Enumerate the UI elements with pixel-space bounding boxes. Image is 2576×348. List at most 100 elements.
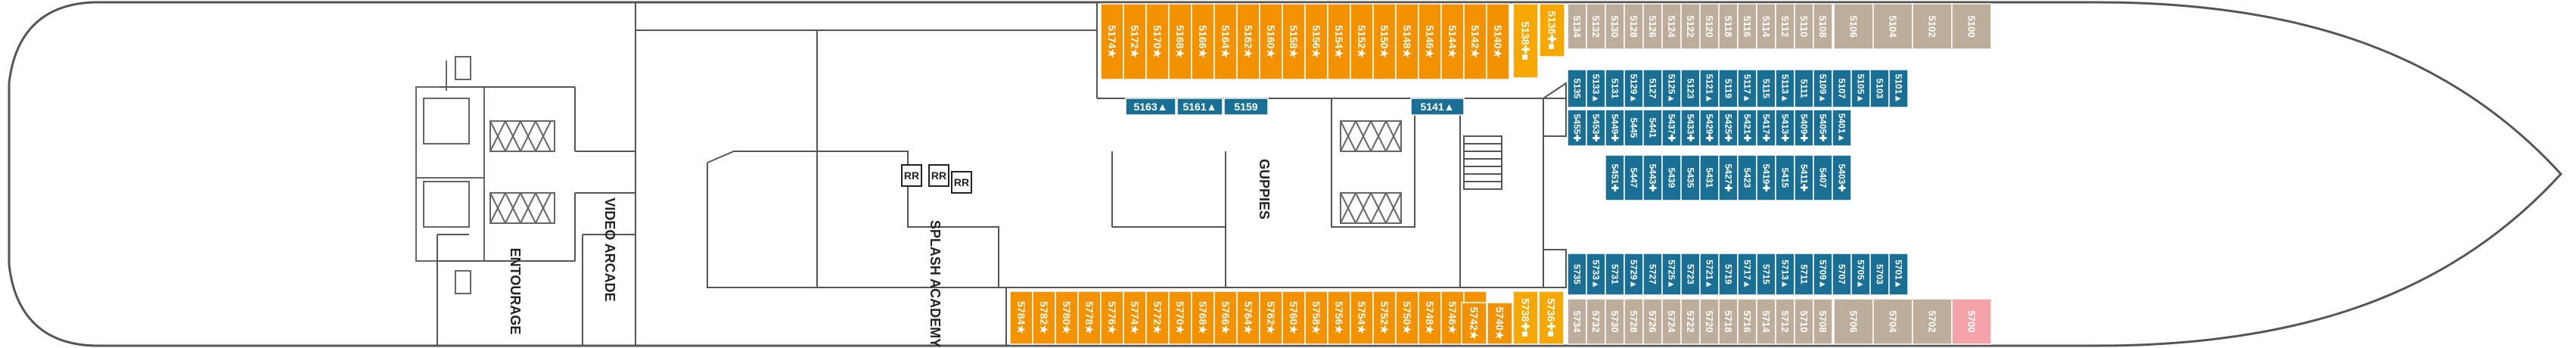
cabin-cell[interactable]: 5156★: [1304, 3, 1328, 80]
cabin-cell[interactable]: 5115: [1756, 69, 1776, 108]
cabin-cell[interactable]: 5135: [1567, 69, 1587, 108]
cabin-cell[interactable]: 5174★: [1100, 3, 1124, 80]
cabin-cell[interactable]: 5427✚: [1718, 154, 1739, 201]
cabin-cell[interactable]: 5729▲: [1624, 253, 1644, 296]
cabin-cell[interactable]: 5105▲: [1850, 69, 1871, 108]
cabin-cell[interactable]: 5142★: [1463, 3, 1487, 80]
cabin-cell[interactable]: 5146★: [1418, 3, 1442, 80]
cabin-cell[interactable]: 5166★: [1191, 3, 1215, 80]
cabin-cell[interactable]: 5738✚■: [1512, 291, 1539, 345]
cabin-cell[interactable]: 5435: [1680, 154, 1701, 201]
cabin-cell[interactable]: 5134: [1567, 3, 1587, 50]
cabin-cell[interactable]: 5122: [1680, 3, 1701, 50]
cabin-cell[interactable]: 5770★: [1168, 291, 1192, 345]
cabin-cell[interactable]: 5433✚: [1680, 109, 1701, 147]
cabin-cell[interactable]: 5152★: [1350, 3, 1374, 80]
cabin-cell[interactable]: 5423: [1737, 154, 1757, 201]
cabin-cell[interactable]: 5721▲: [1699, 253, 1720, 296]
cabin-cell[interactable]: 5126: [1642, 3, 1663, 50]
cabin-cell[interactable]: 5425✚: [1718, 109, 1739, 147]
cabin-cell[interactable]: 5752★: [1372, 291, 1397, 345]
cabin-cell[interactable]: 5162★: [1236, 3, 1260, 80]
cabin-cell[interactable]: 5118: [1718, 3, 1739, 50]
cabin-cell[interactable]: 5102: [1912, 3, 1953, 50]
cabin-cell[interactable]: 5717▲: [1737, 253, 1757, 296]
cabin-cell[interactable]: 5443✚: [1642, 154, 1663, 201]
cabin-cell[interactable]: 5138✚■: [1512, 3, 1539, 79]
cabin-cell[interactable]: 5421✚: [1737, 109, 1757, 147]
cabin-cell[interactable]: 5401▲: [1832, 109, 1852, 147]
cabin-cell[interactable]: 5742★: [1461, 302, 1487, 345]
cabin-cell[interactable]: 5170★: [1145, 3, 1170, 80]
cabin-cell[interactable]: 5415: [1775, 154, 1795, 201]
cabin-cell[interactable]: 5780★: [1055, 291, 1079, 345]
cabin-cell[interactable]: 5768★: [1191, 291, 1215, 345]
cabin-cell[interactable]: 5113▲: [1775, 69, 1795, 108]
cabin-cell[interactable]: 5733▲: [1586, 253, 1606, 296]
cabin-cell[interactable]: 5148★: [1395, 3, 1419, 80]
cabin-cell[interactable]: 5129▲: [1624, 69, 1644, 108]
cabin-cell[interactable]: 5715: [1756, 253, 1776, 296]
cabin-cell[interactable]: 5437✚: [1661, 109, 1682, 147]
cabin-cell[interactable]: 5103: [1869, 69, 1890, 108]
cabin-cell[interactable]: 5740★: [1487, 302, 1513, 345]
cabin-cell[interactable]: 5164★: [1213, 3, 1238, 80]
cabin-cell[interactable]: 5732: [1586, 298, 1606, 345]
cabin-cell[interactable]: 5407: [1813, 154, 1833, 201]
cabin-cell[interactable]: 5723: [1680, 253, 1701, 296]
cabin-cell[interactable]: 5107: [1832, 69, 1852, 108]
cabin-cell[interactable]: 5439: [1661, 154, 1682, 201]
cabin-cell[interactable]: 5706: [1833, 298, 1874, 345]
cabin-cell[interactable]: 5109▲: [1813, 69, 1833, 108]
cabin-cell[interactable]: 5756★: [1327, 291, 1351, 345]
cabin-cell[interactable]: 5746★: [1440, 291, 1465, 345]
cabin-cell[interactable]: 5150★: [1372, 3, 1397, 80]
cabin-cell[interactable]: 5429✚: [1699, 109, 1720, 147]
cabin-cell[interactable]: 5158★: [1282, 3, 1306, 80]
cabin-cell[interactable]: 5453✚: [1586, 109, 1606, 147]
cabin-cell[interactable]: 5718: [1718, 298, 1739, 345]
cabin-cell[interactable]: 5120: [1699, 3, 1720, 50]
cabin-cell[interactable]: 5441: [1642, 109, 1663, 147]
cabin-cell[interactable]: 5736✚■: [1538, 291, 1565, 345]
cabin-cell[interactable]: 5782★: [1032, 291, 1056, 345]
cabin-cell[interactable]: 5714: [1756, 298, 1776, 345]
cabin-cell[interactable]: 5455✚: [1567, 109, 1587, 147]
cabin-cell[interactable]: 5100: [1951, 3, 1992, 50]
cabin-cell[interactable]: 5728: [1624, 298, 1644, 345]
cabin-cell[interactable]: 5722: [1680, 298, 1701, 345]
cabin-cell[interactable]: 5168★: [1168, 3, 1192, 80]
cabin-cell[interactable]: 5405✚: [1813, 109, 1833, 147]
cabin-cell[interactable]: 5114: [1756, 3, 1776, 50]
cabin-cell[interactable]: 5724: [1661, 298, 1682, 345]
cabin-cell[interactable]: 5119: [1718, 69, 1739, 108]
cabin-cell[interactable]: 5709▲: [1813, 253, 1833, 296]
cabin-cell[interactable]: 5711: [1794, 253, 1814, 296]
cabin-cell[interactable]: 5731: [1605, 253, 1625, 296]
cabin-cell[interactable]: 5128: [1624, 3, 1644, 50]
cabin-cell[interactable]: 5701▲: [1888, 253, 1909, 296]
cabin-cell[interactable]: 5762★: [1259, 291, 1283, 345]
cabin-cell[interactable]: 5140★: [1486, 3, 1510, 80]
cabin-cell[interactable]: 5104: [1872, 3, 1913, 50]
cabin-cell[interactable]: 5403✚: [1832, 154, 1852, 201]
cabin-cell[interactable]: 5154★: [1327, 3, 1351, 80]
cabin-cell[interactable]: 5116: [1737, 3, 1757, 50]
cabin-cell[interactable]: 5121▲: [1699, 69, 1720, 108]
cabin-cell[interactable]: 5123: [1680, 69, 1701, 108]
cabin-cell[interactable]: 5774★: [1123, 291, 1147, 345]
cabin-cell[interactable]: 5708: [1813, 298, 1833, 345]
cabin-cell[interactable]: 5144★: [1440, 3, 1465, 80]
cabin-cell[interactable]: 5725▲: [1661, 253, 1682, 296]
cabin-cell[interactable]: 5163▲: [1125, 98, 1176, 116]
cabin-cell[interactable]: 5776★: [1100, 291, 1124, 345]
cabin-cell[interactable]: 5409✚: [1794, 109, 1814, 147]
cabin-cell[interactable]: 5784★: [1009, 291, 1033, 345]
cabin-cell[interactable]: 5159: [1223, 98, 1269, 116]
cabin-cell[interactable]: 5772★: [1145, 291, 1170, 345]
cabin-cell[interactable]: 5713▲: [1775, 253, 1795, 296]
cabin-cell[interactable]: 5705▲: [1850, 253, 1871, 296]
cabin-cell[interactable]: 5451✚: [1605, 154, 1625, 201]
cabin-cell[interactable]: 5160★: [1259, 3, 1283, 80]
cabin-cell[interactable]: 5700: [1951, 298, 1992, 345]
